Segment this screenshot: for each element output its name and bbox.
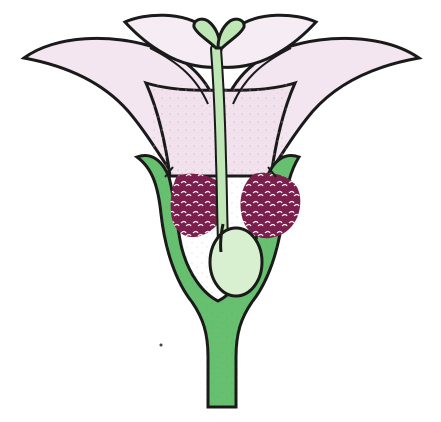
ovary [210, 228, 262, 296]
right-nectar-gland [241, 173, 301, 239]
small-speck [160, 344, 163, 347]
